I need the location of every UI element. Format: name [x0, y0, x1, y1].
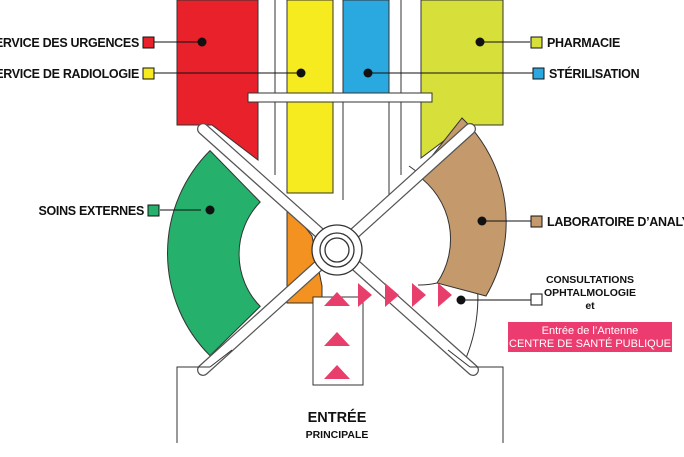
antenne-badge [508, 322, 672, 352]
soins-externes-legend-box [147, 204, 160, 217]
arrow-right-4 [438, 283, 452, 307]
consultations-label-3: et [585, 300, 595, 312]
antenne-label-2: CENTRE DE SANTÉ PUBLIQUE [509, 337, 671, 350]
arrow-up-1 [324, 292, 350, 306]
pharmacie-label: PHARMACIE [547, 36, 620, 50]
pharmacie-dot [475, 37, 485, 47]
antenne-label-1: Entrée de l’Antenne [542, 325, 639, 337]
sterilisation-legend-box [532, 67, 545, 80]
laboratoire-legend-box [530, 215, 543, 228]
entrance-arrows [324, 283, 452, 379]
urgences-block [176, 0, 259, 162]
arrow-right-3 [412, 283, 426, 307]
soins-externes-label: SOINS EXTERNES [38, 204, 144, 218]
entree-label-2: PRINCIPALE [306, 429, 369, 441]
radiologie-dot [296, 68, 306, 78]
consultations-label-1: CONSULTATIONS [546, 274, 634, 286]
consultations-label-2: OPHTALMOLOGIE [544, 287, 636, 299]
sterilisation-label: STÉRILISATION [549, 66, 640, 81]
central-hub [311, 224, 363, 276]
arrow-up-3 [324, 365, 350, 379]
arrow-right-2 [385, 283, 399, 307]
callouts [154, 41, 533, 301]
sterilisation-block [342, 0, 390, 99]
radiologie-label: SERVICE DE RADIOLOGIE [0, 67, 139, 81]
bridge-bar [247, 92, 433, 103]
laboratoire-label: LABORATOIRE D’ANALYSES [547, 215, 684, 229]
urgences-label: SERVICE DES URGENCES [0, 36, 139, 50]
urgences-dot [197, 37, 207, 47]
sterilisation-dot [363, 68, 373, 78]
radiologie-legend-box [142, 67, 155, 80]
pharmacie-legend-box [530, 36, 543, 49]
soins-externes-wing [167, 149, 261, 357]
arrow-up-2 [324, 332, 350, 346]
laboratoire-dot [477, 216, 487, 226]
arrow-right-1 [358, 283, 372, 307]
soins-externes-dot [205, 205, 215, 215]
consultations-legend-box [530, 293, 543, 306]
entree-label-1: ENTRÉE [308, 409, 367, 426]
urgences-legend-box [142, 36, 155, 49]
consultations-dot [456, 295, 466, 305]
